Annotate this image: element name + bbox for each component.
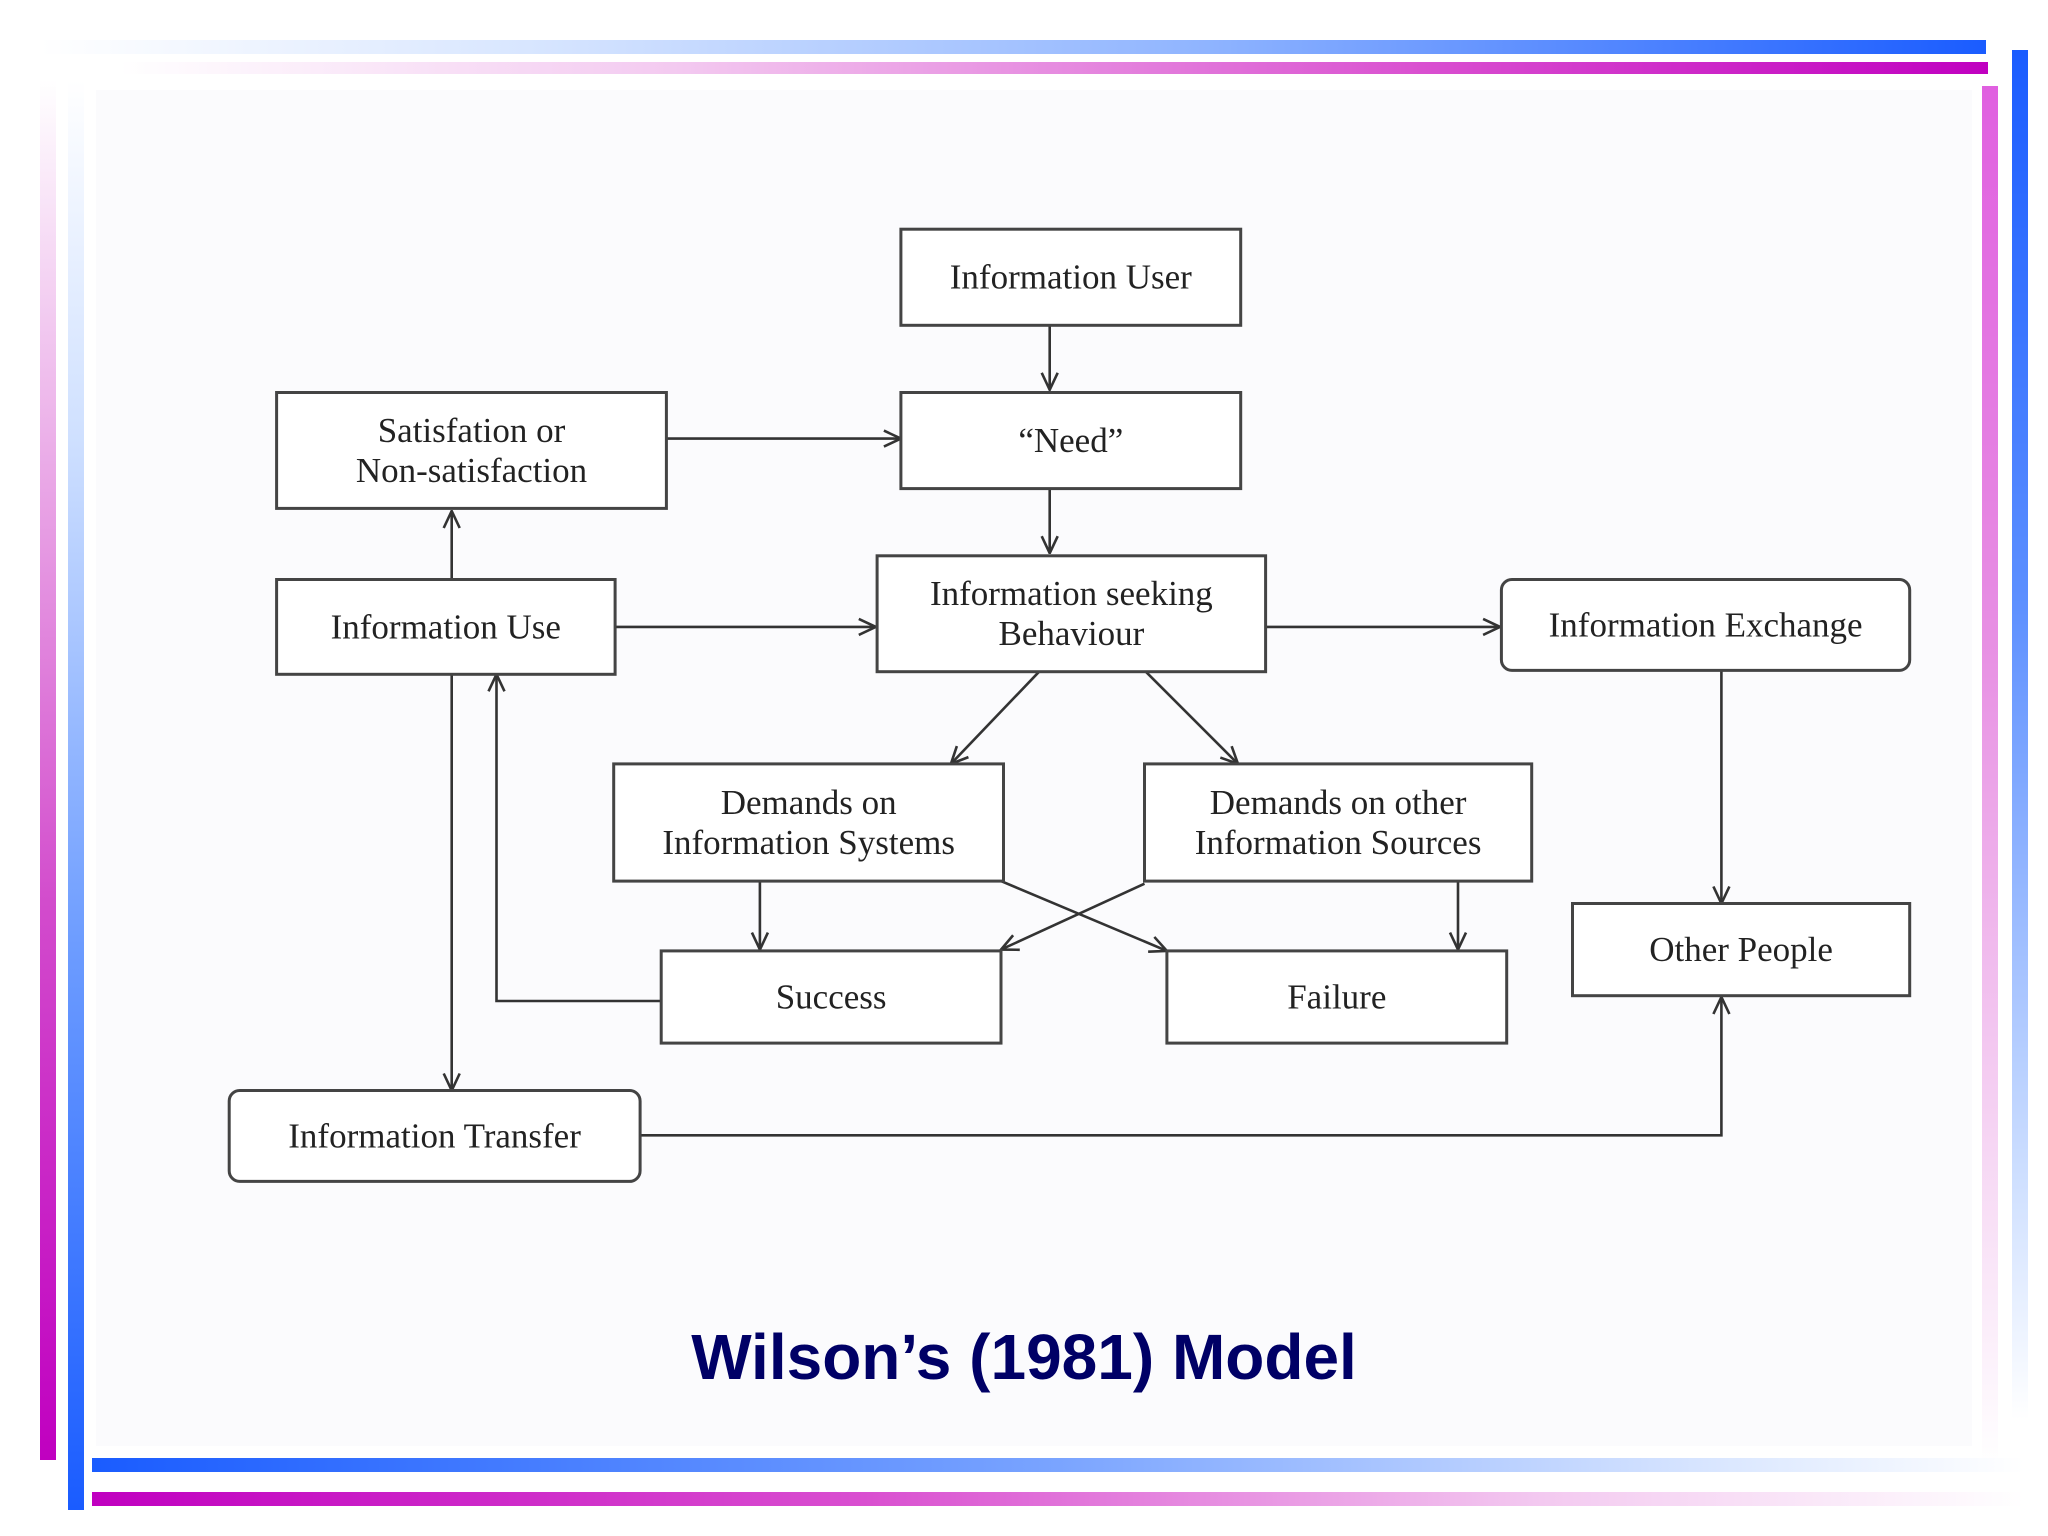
node-label: Behaviour xyxy=(999,614,1145,653)
edges-layer xyxy=(452,325,1722,1137)
node-label: Satisfation or xyxy=(378,411,566,450)
node-label: Demands on xyxy=(721,783,897,822)
node-box xyxy=(227,1089,642,1183)
node-label: Information Systems xyxy=(662,823,955,862)
node-exchange: Information Exchange xyxy=(1499,578,1912,672)
arrow-transfer-to-other-people xyxy=(640,997,1721,1137)
node-success: Success xyxy=(659,949,1003,1045)
node-box xyxy=(659,949,1003,1045)
node-label: Information Use xyxy=(331,607,561,646)
node-label: Success xyxy=(776,978,887,1017)
node-failure: Failure xyxy=(1165,949,1509,1045)
node-label: Other People xyxy=(1649,930,1833,969)
top-decorative-bar-secondary xyxy=(120,62,1988,74)
arrow-demands-other-to-success xyxy=(1001,882,1146,950)
node-info-use: Information Use xyxy=(275,578,617,676)
node-box xyxy=(1165,949,1509,1045)
arrow-demands-systems-to-failure xyxy=(1000,879,1167,951)
node-box xyxy=(875,554,1268,674)
bottom-decorative-bar xyxy=(92,1458,2024,1472)
node-box xyxy=(612,762,1005,883)
node-box xyxy=(899,227,1243,327)
node-box xyxy=(1571,902,1912,998)
right-decorative-bar xyxy=(1982,86,1998,1466)
nodes-layer: Information User “Need” Satisfation orNon-… xyxy=(227,227,1912,1183)
top-decorative-bar xyxy=(40,40,1986,54)
slide-title: Wilson’s (1981) Model xyxy=(691,1321,1357,1393)
node-label: Information seeking xyxy=(930,574,1213,613)
left-decorative-bar xyxy=(40,80,56,1460)
node-label: Demands on other xyxy=(1210,783,1467,822)
arrow-seeking-to-demands-systems xyxy=(951,670,1041,764)
node-box xyxy=(275,578,617,676)
node-label: Information Sources xyxy=(1195,823,1482,862)
node-label: Failure xyxy=(1287,978,1386,1017)
node-label: Non-satisfaction xyxy=(356,451,587,490)
node-label: “Need” xyxy=(1018,421,1123,460)
left-decorative-bar-secondary xyxy=(68,80,84,1510)
node-need: “Need” xyxy=(899,391,1243,491)
node-transfer: Information Transfer xyxy=(227,1089,642,1183)
node-info-user: Information User xyxy=(899,227,1243,327)
arrow-success-to-info-use xyxy=(497,674,662,1003)
node-box xyxy=(899,391,1243,491)
arrow-seeking-to-demands-other xyxy=(1144,670,1238,764)
node-box xyxy=(275,391,668,510)
node-label: Information Exchange xyxy=(1549,605,1863,644)
right-decorative-bar-secondary xyxy=(2012,50,2028,1420)
node-label: Information Transfer xyxy=(288,1116,581,1155)
node-other-people: Other People xyxy=(1571,902,1912,998)
bottom-decorative-bar-secondary xyxy=(92,1492,2024,1506)
node-label: Information User xyxy=(950,258,1192,297)
node-box xyxy=(1143,762,1534,883)
node-box xyxy=(1499,578,1912,672)
